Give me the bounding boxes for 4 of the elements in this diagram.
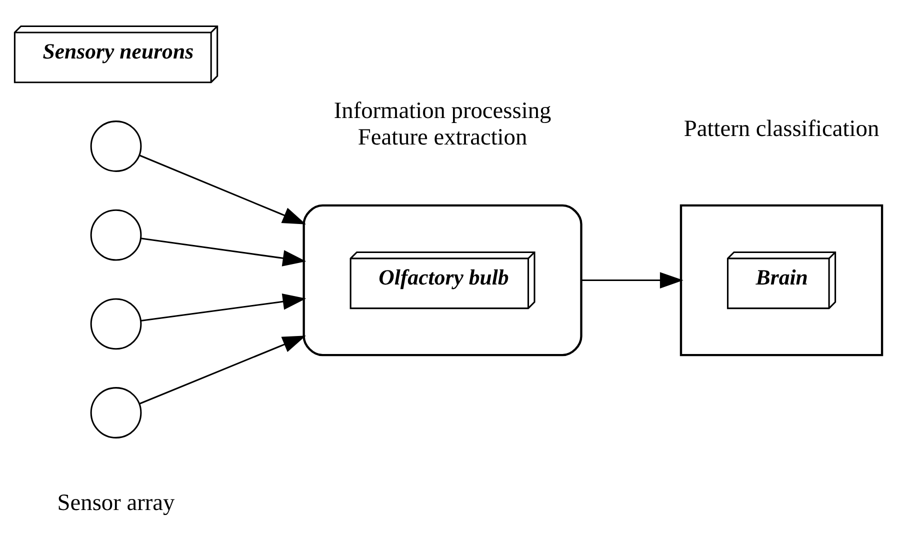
label: Sensor array: [57, 490, 175, 516]
label: Information processing: [334, 98, 552, 124]
label: Feature extraction: [358, 124, 528, 151]
label: Pattern classification: [684, 116, 880, 142]
